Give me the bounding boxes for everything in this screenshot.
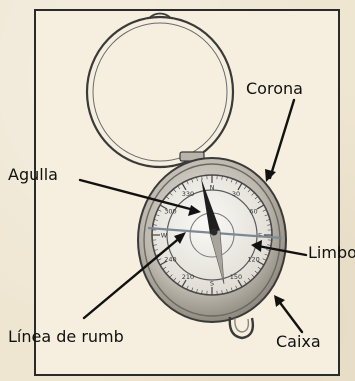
corona-arrow-line [270, 100, 294, 178]
dial-number: 120 [247, 256, 259, 264]
lid-inner-ring [93, 23, 227, 161]
dial-number: 330 [182, 190, 194, 198]
dial-number: W [161, 232, 168, 240]
compass-lid [87, 14, 233, 168]
dial-number: N [210, 184, 215, 192]
caixa-arrow-line [278, 300, 302, 332]
dial-number: 150 [230, 273, 242, 281]
label-agulla: Agulla [8, 165, 58, 184]
dial-number: 30 [232, 190, 240, 198]
label-linea-de-rumb: Línea de rumb [8, 327, 124, 346]
label-caixa: Caixa [276, 332, 321, 351]
corona-arrowhead [265, 169, 276, 182]
dial-number: 300 [164, 208, 176, 216]
label-corona: Corona [246, 79, 303, 98]
dial-number: 60 [249, 208, 257, 216]
lid-outer-ring [87, 17, 233, 167]
case-handle-inner [235, 318, 249, 332]
label-limbo: Limbo [308, 243, 355, 262]
case-handle [230, 317, 253, 338]
needle-pivot [211, 229, 218, 236]
dial-number: 210 [182, 273, 194, 281]
dial-number: 240 [164, 256, 176, 264]
dial-number: S [210, 280, 214, 288]
